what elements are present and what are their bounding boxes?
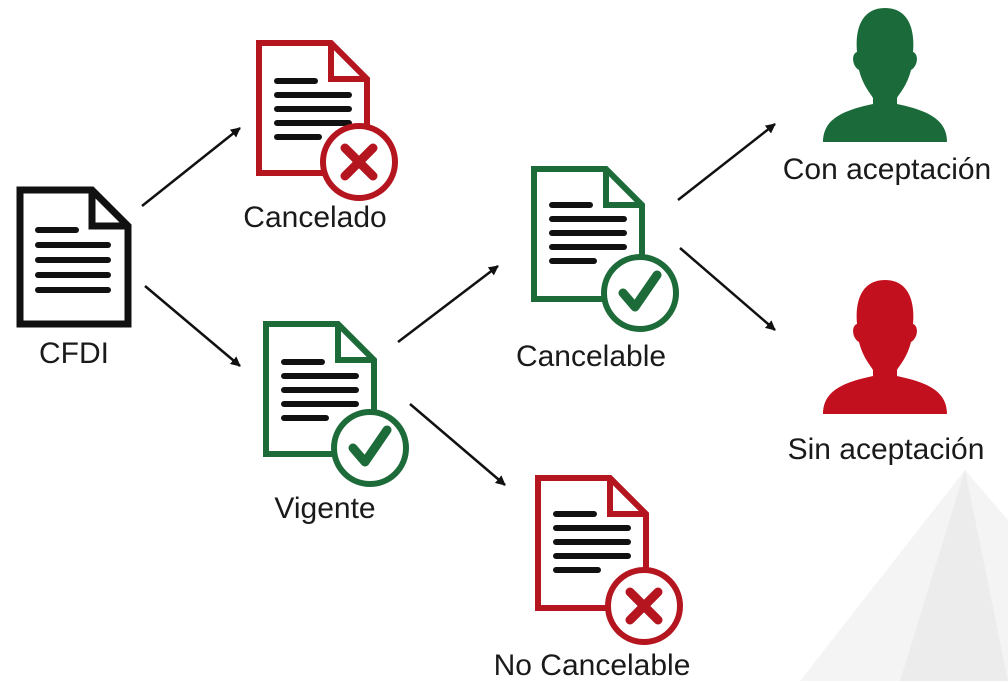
label-cancelable: Cancelable — [515, 340, 667, 373]
document-icon — [16, 186, 132, 328]
user-icon — [823, 8, 947, 142]
background-wedge-inner — [900, 470, 1008, 681]
label-sin-aceptacion: Sin aceptación — [787, 433, 985, 466]
document-check-icon — [531, 166, 679, 332]
label-cfdi: CFDI — [39, 337, 109, 370]
document-cancel-icon — [256, 40, 398, 201]
arrow-cancelable-to-con-aceptacion — [677, 123, 776, 201]
label-cancelado: Cancelado — [243, 201, 387, 234]
document-cancel-icon — [535, 475, 683, 645]
arrow-cfdi-to-cancelado — [141, 127, 241, 207]
arrow-vigente-to-cancelable — [397, 265, 499, 343]
document-check-icon — [263, 321, 409, 487]
label-vigente: Vigente — [274, 492, 376, 525]
arrow-cfdi-to-vigente — [144, 285, 241, 367]
label-con-aceptacion: Con aceptación — [782, 153, 992, 186]
user-icon — [823, 280, 947, 414]
arrow-vigente-to-no-cancelable — [409, 403, 506, 486]
label-no-cancelable: No Cancelable — [493, 649, 691, 682]
arrow-cancelable-to-sin-aceptacion — [679, 247, 776, 331]
